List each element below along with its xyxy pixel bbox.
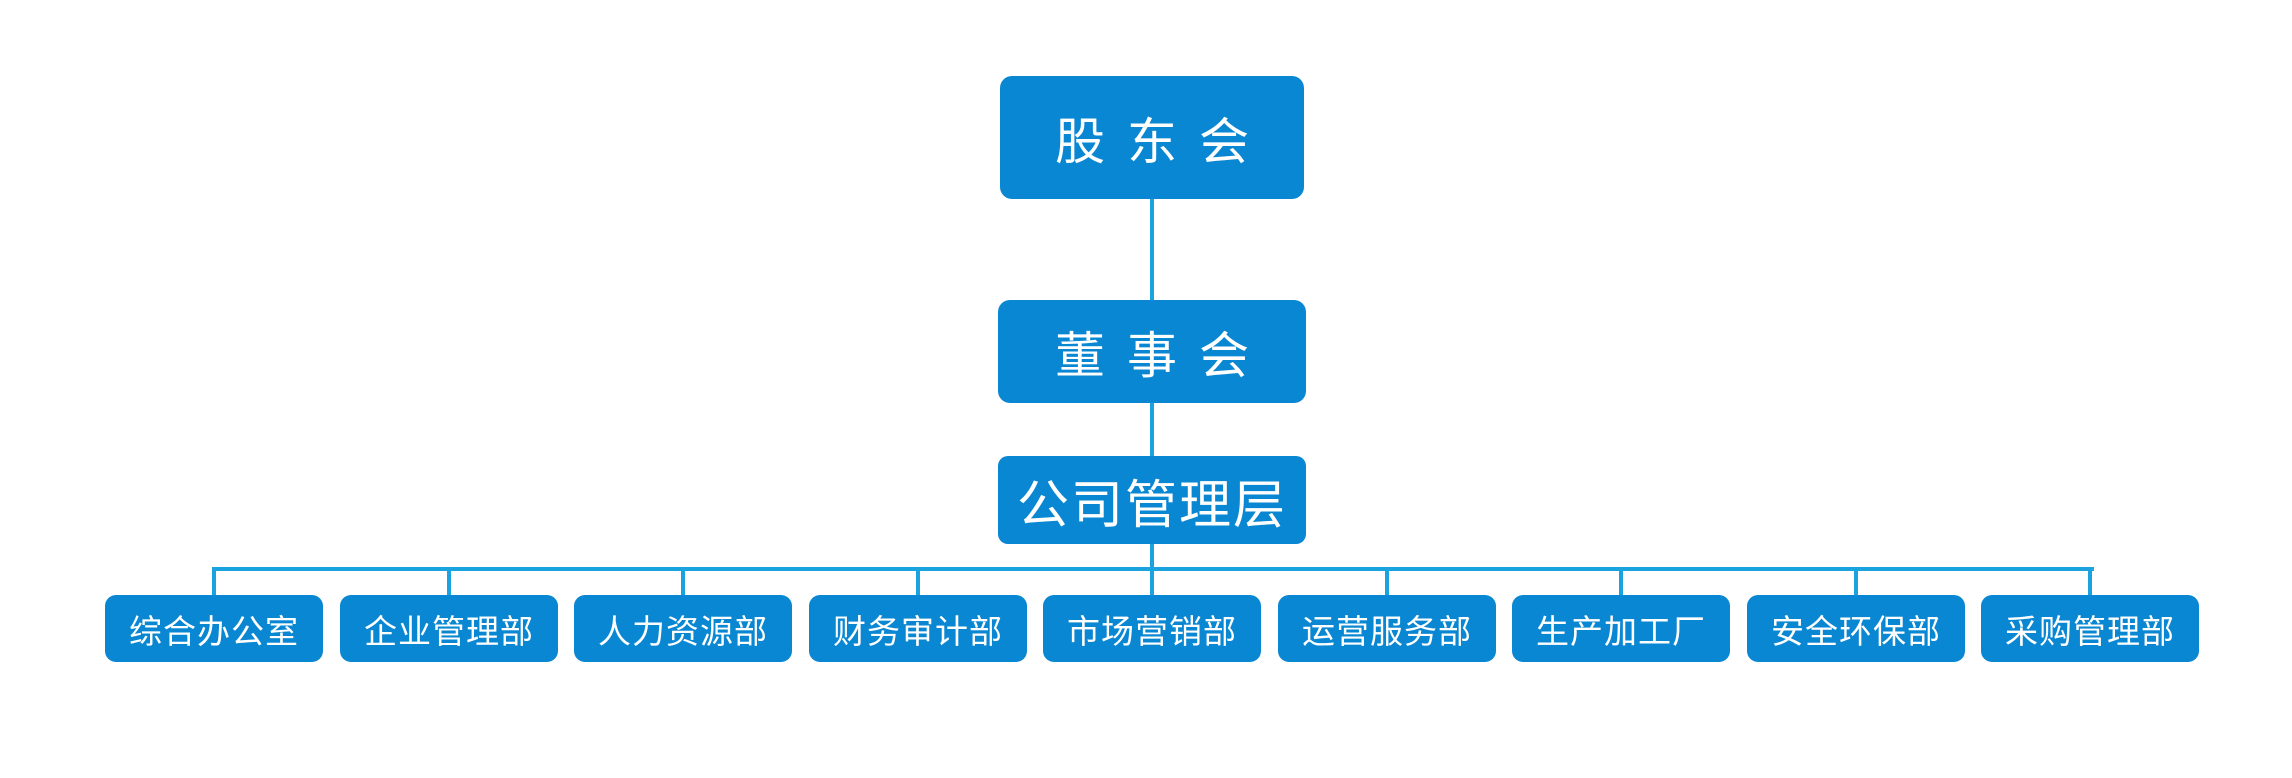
node-department: 安全环保部: [1747, 595, 1965, 662]
node-department: 企业管理部: [340, 595, 558, 662]
node-department-label: 市场营销部: [1067, 611, 1237, 651]
connector-department-drop: [1619, 567, 1623, 597]
connector-department-drop: [1150, 567, 1154, 597]
connector-department-drop: [212, 567, 216, 597]
connector-department-drop: [447, 567, 451, 597]
node-department: 运营服务部: [1278, 595, 1496, 662]
node-department-label: 生产加工厂: [1536, 611, 1706, 651]
node-department-label: 采购管理部: [2005, 611, 2175, 651]
node-board-label: 董事会: [1055, 326, 1271, 385]
node-department-label: 运营服务部: [1302, 611, 1472, 651]
connector-management-bus: [1150, 543, 1154, 570]
connector-board-management: [1150, 402, 1154, 458]
connector-department-drop: [1854, 567, 1858, 597]
connector-department-drop: [916, 567, 920, 597]
connector-department-drop: [2088, 567, 2092, 597]
node-department-label: 综合办公室: [129, 611, 299, 651]
node-department: 生产加工厂: [1512, 595, 1730, 662]
node-department: 人力资源部: [574, 595, 792, 662]
node-department-label: 财务审计部: [833, 611, 1003, 651]
node-department: 财务审计部: [809, 595, 1027, 662]
node-department-label: 安全环保部: [1771, 611, 1941, 651]
node-shareholders: 股东会: [1000, 76, 1304, 199]
node-shareholders-label: 股东会: [1055, 112, 1271, 171]
node-department: 市场营销部: [1043, 595, 1261, 662]
node-department-label: 人力资源部: [598, 611, 768, 651]
connector-shareholders-board: [1150, 198, 1154, 302]
connector-department-drop: [1385, 567, 1389, 597]
node-board: 董事会: [998, 300, 1306, 403]
node-management-label: 公司管理层: [1016, 475, 1287, 536]
node-department-label: 企业管理部: [364, 611, 534, 651]
node-department: 综合办公室: [105, 595, 323, 662]
node-department: 采购管理部: [1981, 595, 2199, 662]
node-management: 公司管理层: [998, 456, 1306, 544]
connector-department-drop: [681, 567, 685, 597]
